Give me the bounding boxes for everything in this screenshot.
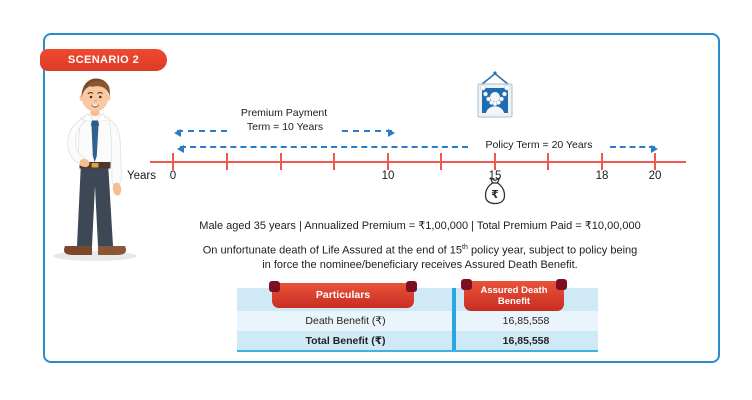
timeline-tick <box>280 153 282 170</box>
row-value-total-benefit: 16,85,558 <box>502 334 550 347</box>
policy-arrow-right <box>610 145 658 153</box>
summary-line: Male aged 35 years | Annualized Premium … <box>199 220 641 232</box>
standing-man-illustration <box>53 78 137 261</box>
header-ribbon-assured-death-benefit: Assured Death Benefit <box>461 279 567 311</box>
premium-term-title: Premium Payment <box>240 107 328 119</box>
timeline-tick <box>601 153 603 170</box>
table-row: Death Benefit (₹) 16,85,558 <box>237 311 598 331</box>
premium-term-label: Term = 10 Years <box>246 121 324 133</box>
row-value-death-benefit: 16,85,558 <box>502 315 550 327</box>
timeline-tick <box>333 153 335 170</box>
note-text: On unfortunate death of Life Assured at … <box>150 241 690 273</box>
policy-term-label: Policy Term = 20 Years <box>485 139 593 151</box>
note-line-1: On unfortunate death of Life Assured at … <box>202 244 638 257</box>
timeline-tick <box>226 153 228 170</box>
ordinal-suffix: th <box>462 244 468 251</box>
table-row: Total Benefit (₹) 16,85,558 <box>237 331 598 350</box>
tick-label-20: 20 <box>648 170 662 182</box>
premium-arrow-right <box>342 129 395 137</box>
timeline-tick <box>654 153 656 170</box>
memorial-photo-icon <box>477 71 513 118</box>
premium-arrow-left <box>174 129 227 137</box>
row-label-death-benefit: Death Benefit (₹) <box>305 315 386 327</box>
timeline-tick <box>172 153 174 170</box>
scenario-badge-label: SCENARIO 2 <box>67 54 140 66</box>
scenario-badge: SCENARIO 2 <box>40 49 167 71</box>
row-label-total-benefit: Total Benefit (₹) <box>305 334 386 347</box>
column-divider <box>452 288 456 350</box>
timeline-axis <box>150 161 686 163</box>
tick-label-10: 10 <box>381 170 395 182</box>
timeline-tick <box>440 153 442 170</box>
tick-label-18: 18 <box>595 170 609 182</box>
money-bag-icon: ₹ <box>484 177 506 205</box>
rupee-symbol: ₹ <box>491 189 499 201</box>
timeline-tick <box>387 153 389 170</box>
timeline-tick <box>494 153 496 170</box>
timeline-axis-label: Years <box>127 170 156 182</box>
policy-arrow-left <box>177 145 468 153</box>
tick-label-0: 0 <box>169 170 177 182</box>
timeline-tick <box>547 153 549 170</box>
header-ribbon-particulars: Particulars <box>269 281 417 308</box>
note-line-2: in force the nominee/beneficiary receive… <box>262 259 578 272</box>
